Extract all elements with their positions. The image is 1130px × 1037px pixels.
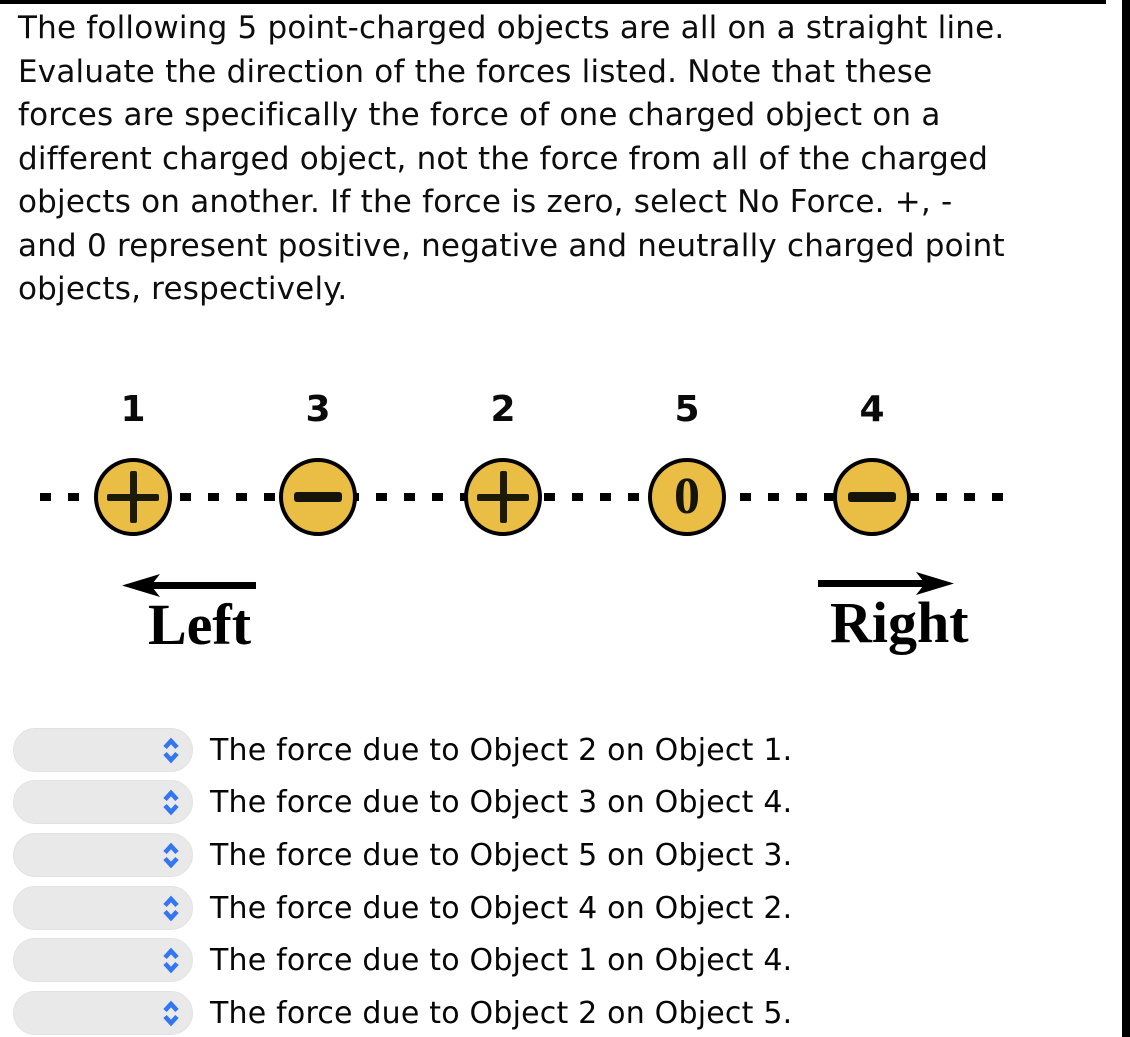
charge-symbol-minus bbox=[837, 462, 907, 532]
select-chevron-icon bbox=[163, 789, 179, 815]
object-label-2: 2 bbox=[490, 389, 516, 430]
charge-circle-1 bbox=[94, 458, 172, 536]
question-label: The force due to Object 1 on Object 4. bbox=[210, 943, 793, 978]
force-direction-select-4[interactable] bbox=[13, 886, 193, 930]
object-label-1: 1 bbox=[120, 389, 146, 430]
question-label: The force due to Object 2 on Object 1. bbox=[210, 733, 793, 768]
intro-paragraph: The following 5 point-charged objects ar… bbox=[18, 10, 1005, 307]
charge-symbol-plus bbox=[468, 462, 538, 532]
force-direction-select-3[interactable] bbox=[13, 833, 193, 877]
select-chevron-icon bbox=[163, 737, 179, 763]
charge-circle-5 bbox=[648, 458, 726, 536]
right-edge-bar bbox=[1122, 0, 1130, 1037]
right-arrow-icon bbox=[818, 572, 954, 595]
object-label-3: 3 bbox=[305, 389, 331, 430]
charge-symbol-plus bbox=[98, 462, 168, 532]
answer-row: The force due to Object 3 on Object 4. bbox=[0, 780, 1110, 828]
answer-row: The force due to Object 1 on Object 4. bbox=[0, 938, 1110, 986]
force-direction-select-2[interactable] bbox=[13, 780, 193, 824]
object-label-5: 5 bbox=[674, 389, 700, 430]
left-direction-label: Left bbox=[148, 592, 252, 657]
left-arrow-icon bbox=[122, 574, 256, 597]
charge-diagram: 1 3 2 5 4 Left Right bbox=[0, 0, 1130, 700]
charge-circle-2 bbox=[464, 458, 542, 536]
question-label: The force due to Object 5 on Object 3. bbox=[210, 838, 793, 873]
object-label-4: 4 bbox=[859, 389, 885, 430]
charge-symbol-zero bbox=[652, 462, 722, 532]
force-direction-select-5[interactable] bbox=[13, 938, 193, 982]
charge-circle-3 bbox=[279, 458, 357, 536]
charge-symbol-minus bbox=[283, 462, 353, 532]
answer-row: The force due to Object 5 on Object 3. bbox=[0, 833, 1110, 881]
select-chevron-icon bbox=[163, 1000, 179, 1026]
force-direction-select-6[interactable] bbox=[13, 991, 193, 1035]
question-label: The force due to Object 3 on Object 4. bbox=[210, 785, 793, 820]
top-border bbox=[0, 0, 1106, 4]
question-label: The force due to Object 2 on Object 5. bbox=[210, 996, 793, 1031]
force-direction-select-1[interactable] bbox=[13, 728, 193, 772]
answer-row: The force due to Object 2 on Object 1. bbox=[0, 728, 1110, 776]
question-label: The force due to Object 4 on Object 2. bbox=[210, 891, 793, 926]
select-chevron-icon bbox=[163, 895, 179, 921]
select-chevron-icon bbox=[163, 842, 179, 868]
answer-row: The force due to Object 4 on Object 2. bbox=[0, 886, 1110, 934]
select-chevron-icon bbox=[163, 947, 179, 973]
charge-circle-4 bbox=[833, 458, 911, 536]
right-direction-label: Right bbox=[830, 590, 969, 655]
answer-row: The force due to Object 2 on Object 5. bbox=[0, 991, 1110, 1037]
